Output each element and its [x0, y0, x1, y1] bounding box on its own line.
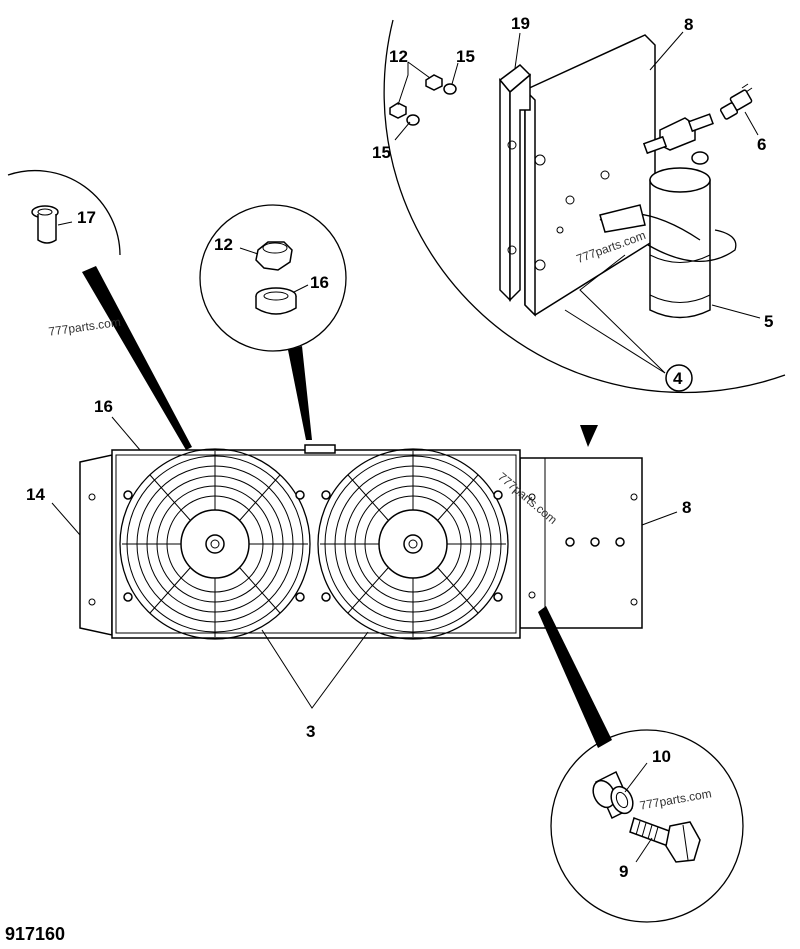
callout-5: 5: [764, 312, 773, 331]
detail-view-nut-bushing: 12 16: [199, 204, 347, 440]
callout-9: 9: [619, 862, 628, 881]
nut-and-washer-set: [389, 74, 457, 126]
watermark: 777parts.com: [48, 315, 122, 339]
cooling-fan-right: [317, 448, 509, 640]
callout-19: 19: [511, 14, 530, 33]
callout-6: 6: [757, 135, 766, 154]
callout-12-nut: 12: [389, 47, 408, 66]
callout-8: 8: [682, 498, 691, 517]
detail-view-bolt-bushing: 10 9 777parts.com: [538, 606, 744, 923]
callout-14: 14: [26, 485, 45, 504]
callout-16: 16: [310, 273, 329, 292]
cooling-fan-left: [119, 448, 311, 640]
callout-15-washer-lower: 15: [372, 143, 391, 162]
callout-15-washer: 15: [456, 47, 475, 66]
callout-17: 17: [77, 208, 96, 227]
callout-4: 4: [673, 369, 683, 388]
pressure-switch: [719, 83, 753, 120]
callout-16-frame: 16: [94, 397, 113, 416]
callout-8-plate: 8: [684, 15, 693, 34]
receiver-drier: [599, 113, 737, 319]
angle-bracket: [498, 64, 532, 302]
detail-view-receiver-drier: 19 8 12 15 15 6 5 4 777parts.com: [372, 14, 786, 447]
mounting-plate: [524, 34, 656, 317]
callout-3: 3: [306, 722, 315, 741]
watermark: 777parts.com: [639, 786, 713, 812]
callout-12: 12: [214, 235, 233, 254]
condenser-assembly: 16 14 8 3 777parts.com: [26, 397, 691, 741]
callout-10: 10: [652, 747, 671, 766]
figure-number: 917160: [5, 924, 65, 944]
